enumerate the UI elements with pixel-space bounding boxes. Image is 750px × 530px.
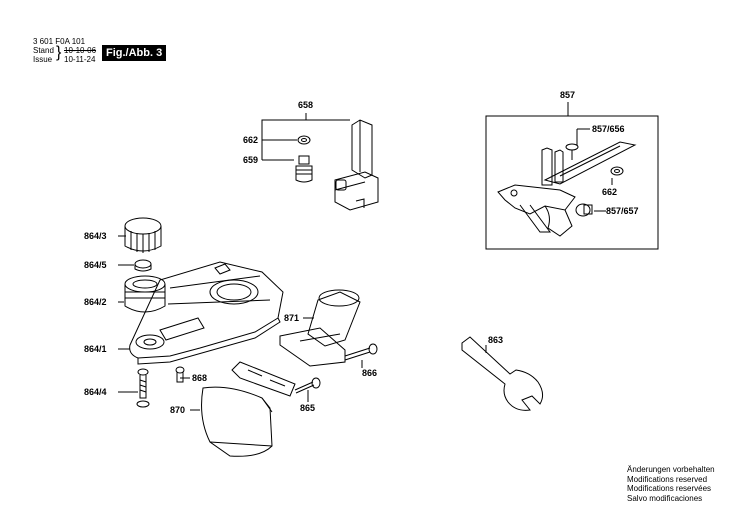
- callout-868: 868: [192, 373, 208, 383]
- knob-864-3: [124, 217, 162, 253]
- hood-870: [201, 386, 273, 457]
- guide-857: [497, 141, 637, 237]
- callout-871: 871: [284, 313, 300, 323]
- figure-badge: Fig./Abb. 3: [102, 45, 167, 61]
- callout-662-a: 662: [243, 135, 259, 145]
- callout-870: 870: [170, 405, 186, 415]
- wrench-863: [461, 336, 544, 411]
- callout-866: 866: [362, 368, 378, 378]
- stand-label: Stand: [33, 46, 54, 55]
- callout-865: 865: [300, 403, 316, 413]
- callout-857-657: 857/657: [606, 206, 639, 216]
- callout-659: 659: [243, 155, 259, 165]
- issue-date: 10-11-24: [64, 55, 96, 64]
- base-864-1: [129, 261, 284, 365]
- note-en: Modifications reserved: [627, 474, 708, 484]
- note-fr: Modifications reservées: [627, 484, 712, 493]
- screw-865: [294, 377, 321, 394]
- nut-864-5: [134, 259, 152, 272]
- callout-864-5: 864/5: [84, 260, 107, 270]
- callout-857-656: 857/656: [592, 124, 625, 134]
- frame-857: [485, 115, 659, 250]
- adapter-871: [279, 289, 361, 367]
- adjuster-864-2: [124, 275, 166, 313]
- screw-864-4: [136, 368, 150, 408]
- issue-label: Issue: [33, 55, 53, 64]
- callout-857: 857: [560, 90, 576, 100]
- callout-864-2: 864/2: [84, 297, 107, 307]
- callout-864-4: 864/4: [84, 387, 107, 397]
- pin-857-656: [565, 143, 579, 160]
- stand-date: 10-10-06: [64, 46, 97, 55]
- screw-868: [175, 366, 185, 383]
- note-de: Änderungen vorbehalten: [627, 465, 715, 474]
- callout-662-b: 662: [602, 187, 618, 197]
- part-number: 3 601 F0A 101: [33, 37, 86, 46]
- leader-658: [261, 113, 307, 160]
- callout-864-1: 864/1: [84, 344, 107, 354]
- header-brace: }: [56, 44, 62, 61]
- callout-864-3: 864/3: [84, 231, 107, 241]
- fence-658: [334, 119, 379, 211]
- modification-notes: Änderungen vorbehalten Modifications res…: [627, 465, 715, 503]
- screw-659: [295, 155, 313, 183]
- note-es: Salvo modificaciones: [627, 493, 703, 503]
- callout-863: 863: [488, 335, 504, 345]
- screw-866: [344, 343, 378, 361]
- washer-662-a: [297, 135, 311, 145]
- bracket-870: [231, 361, 296, 397]
- callout-658: 658: [298, 100, 314, 110]
- washer-662-b: [610, 166, 624, 176]
